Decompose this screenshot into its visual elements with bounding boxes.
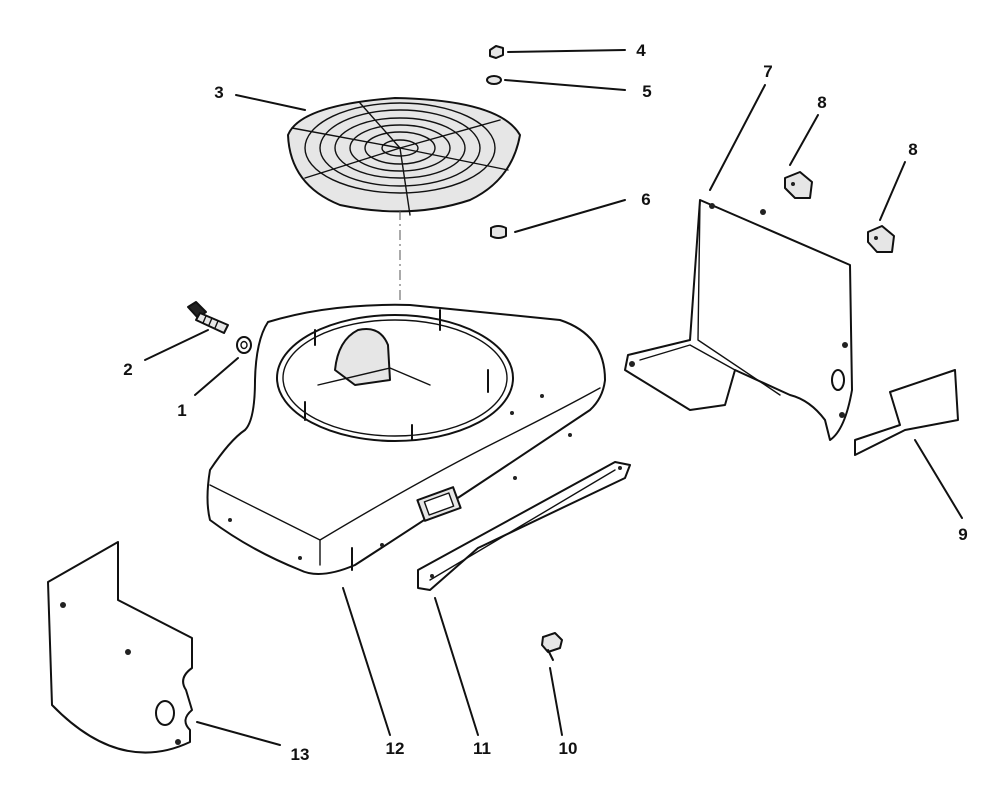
callout-9: 9 [958,525,967,544]
clip-left [784,171,813,199]
screw [541,632,563,661]
washer-small [486,75,502,85]
bolt [187,301,229,334]
callout-3: 3 [214,83,223,102]
callout-8-right: 8 [908,140,917,159]
callout-1: 1 [177,401,186,420]
callout-8-left: 8 [817,93,826,112]
bracket-strip [417,461,631,591]
side-shield [47,541,193,754]
leader-lines [144,49,963,746]
callout-5: 5 [642,82,651,101]
clip-right [867,225,895,253]
callout-6: 6 [641,190,650,209]
callout-2: 2 [123,360,132,379]
callout-labels: 4 5 3 6 7 8 8 2 1 9 10 11 12 13 [123,41,967,764]
spacer [490,225,507,239]
nut [489,45,504,59]
fan-grille-screen [287,97,521,216]
callout-4: 4 [636,41,646,60]
callout-11: 11 [473,739,491,758]
callout-10: 10 [559,739,578,758]
blower-housing [206,303,606,575]
washer [236,336,252,354]
callout-7: 7 [763,62,772,81]
cylinder-shroud [624,199,853,441]
callout-12: 12 [386,739,405,758]
callout-13: 13 [291,745,310,764]
baffle-plate [854,369,959,456]
